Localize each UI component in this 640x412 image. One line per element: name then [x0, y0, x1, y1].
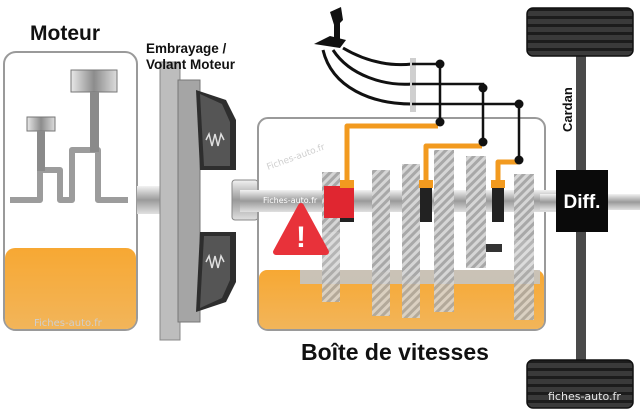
- highlighted-gear: [324, 186, 354, 218]
- wheel-top: [526, 7, 634, 57]
- shaft-watermark: Fiches-auto.fr: [263, 196, 318, 205]
- engine-oil-sump: [5, 248, 136, 329]
- piston-right: [70, 69, 118, 152]
- wheel-bottom: [526, 359, 634, 409]
- flywheel: [159, 61, 181, 341]
- clutch-assembly: Embrayage / Volant Moteur: [137, 41, 259, 341]
- linkage-joints: [435, 59, 524, 165]
- gearbox-label: Boîte de vitesses: [301, 339, 489, 365]
- engine-label: Moteur: [30, 22, 100, 45]
- warning-icon: !: [273, 203, 329, 255]
- cardan-label: Cardan: [560, 87, 575, 132]
- spring-bottom: [205, 253, 225, 269]
- piston-left: [26, 116, 56, 171]
- clutch-disc: [177, 79, 201, 323]
- engine-watermark: Fiches-auto.fr: [34, 318, 103, 329]
- reverse-idler: [486, 244, 502, 252]
- differential: Diff.: [556, 170, 608, 232]
- footer-watermark: fiches-auto.fr: [548, 390, 621, 403]
- gear-lever: [314, 7, 416, 112]
- spring-top: [205, 131, 225, 147]
- gearbox: Fiches-auto.fr: [240, 117, 560, 331]
- selector-forks: [344, 123, 518, 186]
- svg-text:!: !: [296, 221, 306, 254]
- engine-block: Moteur Fiches-auto.fr: [3, 22, 138, 331]
- clutch-label-line1: Embrayage /: [146, 41, 227, 56]
- clutch-label-line2: Volant Moteur: [146, 57, 236, 72]
- differential-label: Diff.: [564, 192, 601, 213]
